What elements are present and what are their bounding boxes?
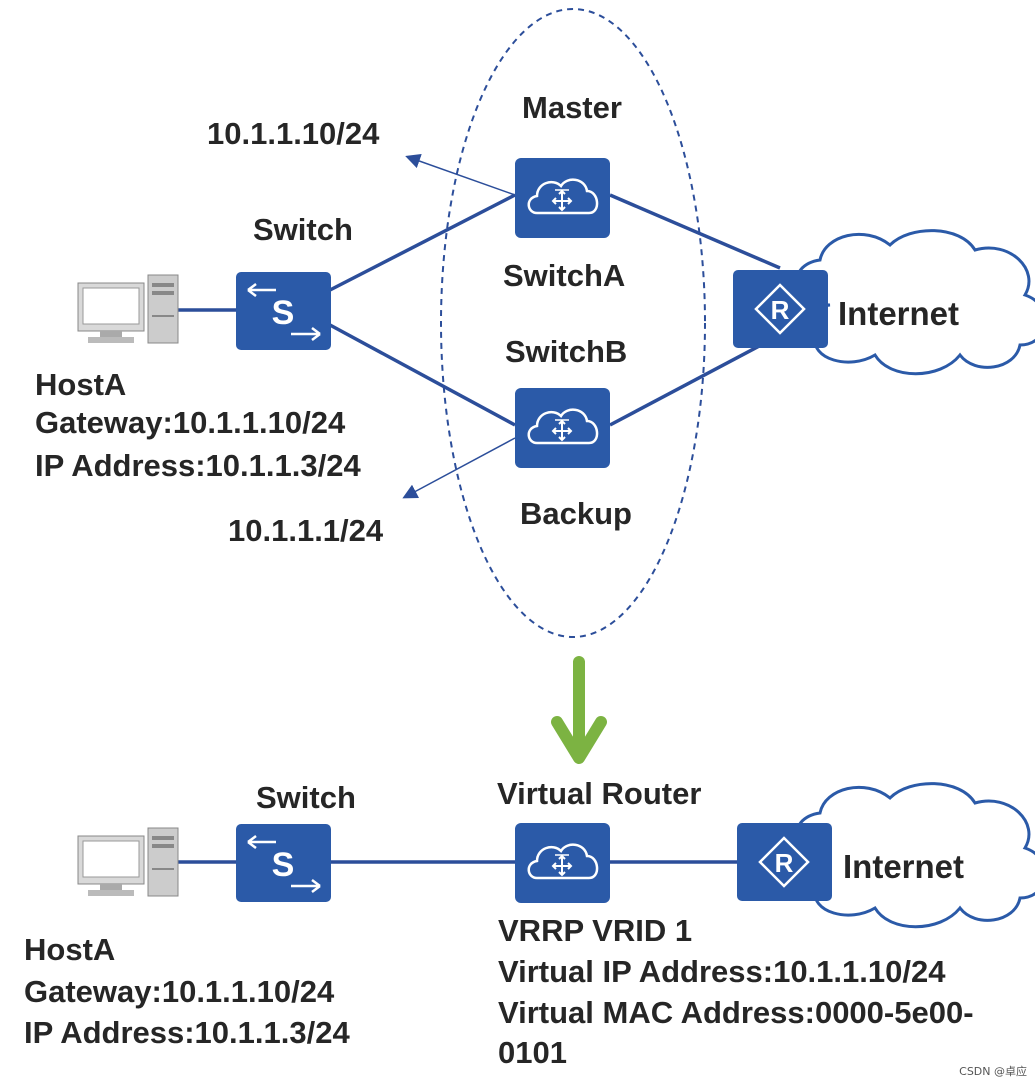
internet-label: Internet — [838, 295, 960, 332]
virtual-router-icon — [513, 821, 612, 905]
backup-label: Backup — [520, 496, 632, 531]
host-pc-icon — [77, 274, 179, 344]
switch-label: Switch — [253, 212, 353, 247]
internet-bottom-label: Internet — [843, 848, 965, 885]
host-name-label: HostA — [35, 367, 127, 402]
virtual-mac-label-line2: 0101 — [498, 1035, 567, 1070]
vrrp-vrid-label: VRRP VRID 1 — [498, 913, 693, 948]
host-ip-bottom-label: IP Address:10.1.1.3/24 — [24, 1015, 350, 1050]
switch-bottom-icon — [234, 822, 333, 904]
switch-a-label: SwitchA — [503, 258, 626, 293]
top-links — [175, 193, 781, 427]
virtual-mac-label-line1: Virtual MAC Address:0000-5e00- — [498, 995, 974, 1030]
vrrp-group-ellipse — [440, 8, 706, 638]
host-pc-bottom-icon — [77, 827, 179, 897]
switch-bottom-label: Switch — [256, 780, 356, 815]
host-name-bottom-label: HostA — [24, 932, 116, 967]
ip-b-label: 10.1.1.1/24 — [228, 513, 384, 548]
ip-a-label: 10.1.1.10/24 — [207, 116, 380, 151]
virtual-ip-label: Virtual IP Address:10.1.1.10/24 — [498, 954, 946, 989]
watermark: CSDN @卓应 — [959, 1065, 1027, 1078]
host-gateway-bottom-label: Gateway:10.1.1.10/24 — [24, 974, 335, 1009]
master-label: Master — [522, 90, 622, 125]
host-gateway-label: Gateway:10.1.1.10/24 — [35, 405, 346, 440]
ip-b-pointer — [402, 437, 516, 499]
ip-a-pointer — [405, 153, 516, 196]
switch-a-router-icon — [513, 156, 612, 240]
switch-b-label: SwitchB — [505, 334, 628, 369]
virtual-router-label: Virtual Router — [497, 776, 702, 811]
switch-b-router-icon — [513, 386, 612, 470]
internet-router-icon — [731, 268, 830, 350]
host-ip-label: IP Address:10.1.1.3/24 — [35, 448, 361, 483]
transform-arrow-icon — [551, 656, 607, 764]
internet-router-bottom-icon — [735, 821, 834, 903]
switch-icon — [234, 270, 333, 352]
